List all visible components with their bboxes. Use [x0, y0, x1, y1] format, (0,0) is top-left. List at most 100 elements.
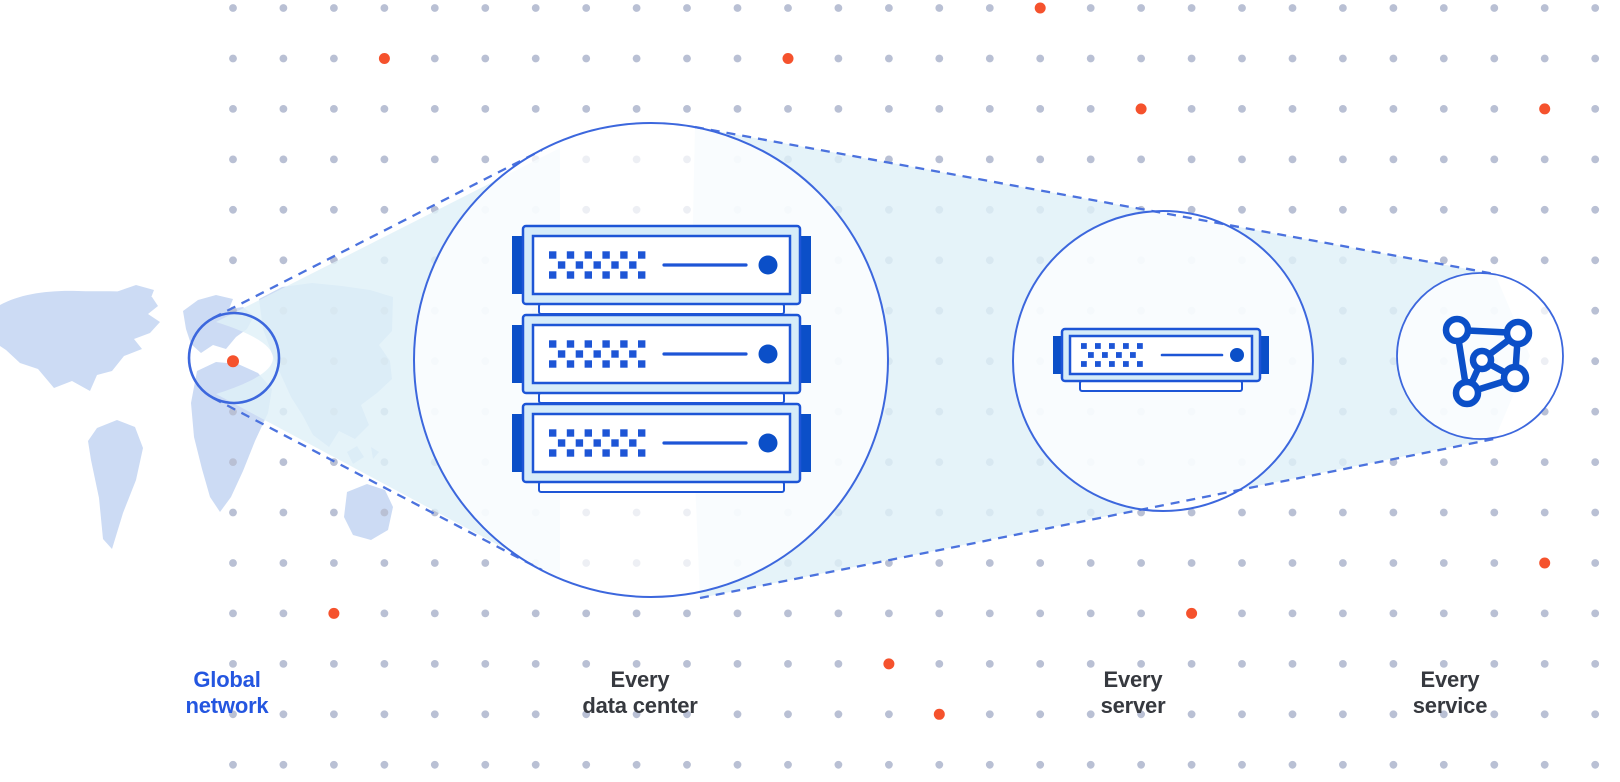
grid-dot: [1540, 205, 1549, 214]
grid-dot: [279, 205, 288, 214]
grid-dot: [1288, 559, 1297, 567]
connector-dashed-lines: [212, 125, 1496, 600]
grid-dot: [1187, 508, 1196, 517]
grid-dot: [330, 760, 338, 769]
grid-dot: [1238, 155, 1246, 164]
grid-dot: [1339, 760, 1347, 769]
grid-dot: [481, 760, 490, 769]
grid-dot: [1086, 660, 1095, 668]
orange-accent-dot: [328, 607, 340, 619]
grid-dot: [380, 105, 389, 113]
grid-dot: [985, 4, 994, 12]
grid-dot: [380, 710, 389, 719]
grid-dot: [380, 205, 389, 214]
orange-accent-dot: [1186, 607, 1198, 619]
grid-dot: [834, 660, 843, 668]
grid-dot: [1137, 660, 1145, 668]
grid-dot: [1540, 760, 1549, 769]
network-graph-icon: [1442, 315, 1533, 408]
grid-dot: [481, 4, 490, 12]
grid-dot: [1137, 155, 1145, 164]
grid-dot: [330, 155, 338, 164]
grid-dot: [1439, 559, 1448, 567]
grid-dot: [430, 559, 439, 567]
grid-dot: [1490, 508, 1499, 517]
grid-dot: [582, 609, 591, 618]
dashed-line-upper-right: [694, 125, 1496, 276]
dashed-line-lower-left: [212, 396, 543, 572]
grid-dot: [1591, 508, 1600, 517]
grid-dot: [1137, 54, 1145, 63]
grid-dot: [1137, 609, 1145, 618]
graph-node: [1469, 347, 1495, 373]
grid-dot: [784, 609, 792, 618]
grid-dot: [1288, 609, 1297, 618]
grid-dot: [1540, 54, 1549, 63]
grid-dot: [1591, 407, 1600, 416]
grid-dot: [1288, 508, 1297, 517]
orange-accent-dot: [227, 355, 239, 368]
grid-dot: [229, 4, 237, 12]
grid-dot: [1036, 155, 1045, 164]
grid-dot: [1086, 609, 1095, 618]
grid-dot: [1187, 710, 1196, 719]
grid-dot: [1591, 54, 1600, 63]
grid-dot: [229, 710, 237, 719]
grid-dot: [985, 710, 994, 719]
grid-dot: [229, 54, 237, 63]
grid-dot: [229, 458, 237, 466]
grid-dot: [1540, 155, 1549, 164]
grid-dot: [935, 105, 944, 113]
grid-dot: [1439, 205, 1448, 214]
grid-dot: [834, 4, 843, 12]
grid-dot: [481, 54, 490, 63]
grid-dot: [1591, 710, 1600, 719]
grid-dot: [1540, 458, 1549, 466]
grid-dot: [1137, 710, 1145, 719]
grid-dot: [1591, 205, 1600, 214]
grid-dot: [1490, 710, 1499, 719]
grid-dot: [531, 710, 540, 719]
grid-dot: [1288, 105, 1297, 113]
grid-dot: [1439, 609, 1448, 618]
grid-dot: [733, 609, 742, 618]
grid-dot: [784, 105, 792, 113]
grid-dot: [683, 660, 691, 668]
grid-dot: [784, 4, 792, 12]
server-unit: [512, 224, 811, 315]
grid-dot: [1540, 4, 1549, 12]
grid-dot: [885, 54, 893, 63]
grid-dot: [1540, 256, 1549, 265]
grid-dot: [279, 54, 288, 63]
grid-dot: [885, 760, 893, 769]
grid-dot: [531, 105, 540, 113]
grid-dot: [784, 760, 792, 769]
grid-dot: [683, 710, 691, 719]
grid-dot: [229, 609, 237, 618]
dashed-line-lower-right: [699, 437, 1495, 600]
grid-dot: [985, 54, 994, 63]
grid-dot: [582, 760, 591, 769]
graph-node: [1442, 315, 1472, 345]
grid-dot: [330, 54, 338, 63]
grid-dot: [330, 105, 338, 113]
grid-dot: [229, 559, 237, 567]
grid-dot: [1036, 760, 1045, 769]
grid-dot: [279, 458, 288, 466]
grid-dot: [430, 710, 439, 719]
grid-dot: [1490, 54, 1499, 63]
grid-dot: [1389, 105, 1398, 113]
server-unit: [1053, 327, 1269, 392]
dashed-line-upper-left: [212, 148, 543, 320]
grid-dot: [1288, 205, 1297, 214]
grid-dot: [1288, 155, 1297, 164]
grid-dot: [1238, 660, 1246, 668]
grid-dot: [1591, 609, 1600, 618]
grid-dot: [1137, 559, 1145, 567]
grid-dot: [1238, 205, 1246, 214]
grid-dot: [279, 256, 288, 265]
grid-dot: [1187, 105, 1196, 113]
grid-dot: [430, 54, 439, 63]
grid-dot: [1238, 710, 1246, 719]
grid-dot: [1187, 155, 1196, 164]
